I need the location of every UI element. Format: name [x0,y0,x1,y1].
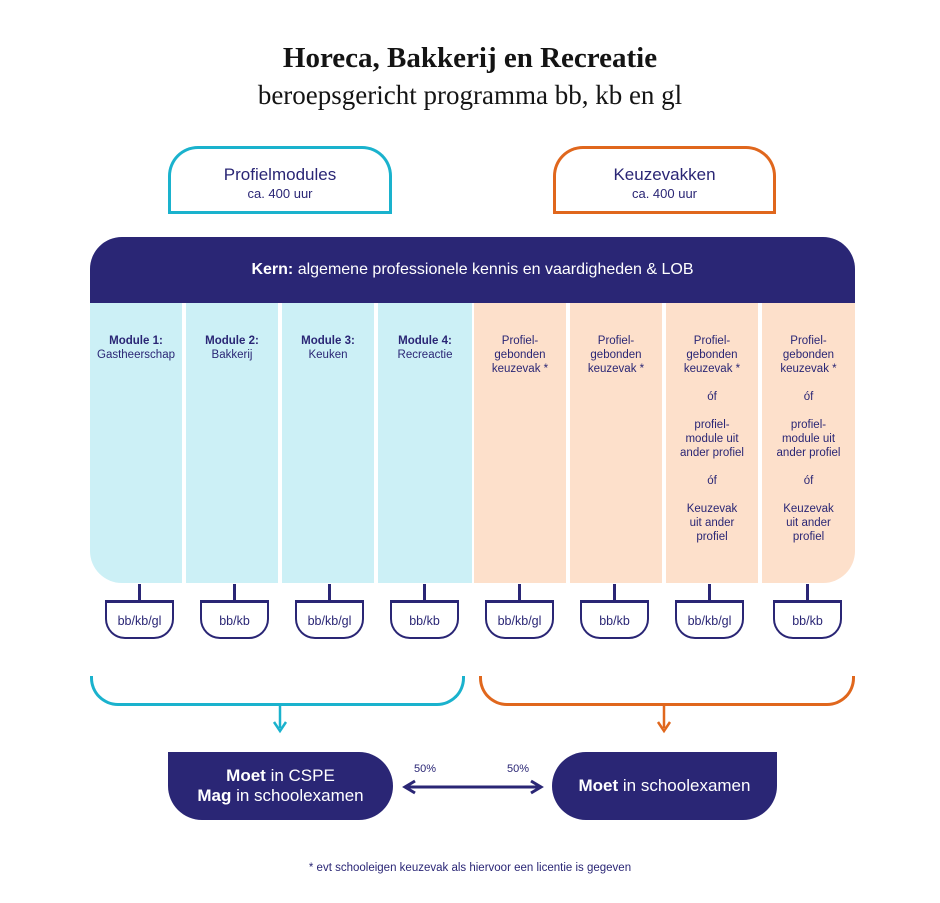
moet-bold-right: Moet [578,776,619,795]
column-text-line: Recreactie [397,349,453,361]
column-text-line: keuzevak * [587,363,645,375]
column-text-line: module uit [685,433,739,445]
column-text-line: Bakkerij [211,349,253,361]
column-text-line: gebonden [782,349,835,361]
column-text-line: profiel [696,531,728,543]
mag-bold: Mag [197,786,232,805]
column-text-line: Keuzevak [783,503,834,515]
level-badge: bb/kb [773,600,842,639]
level-badge: bb/kb/gl [675,600,744,639]
keuzevakken-label: Keuzevakken [613,165,716,184]
column-text-line: Profiel- [597,335,635,347]
percent-right: 50% [507,763,530,775]
column-text-line: óf [803,391,814,403]
column-text-line: Profiel- [693,335,731,347]
in-schoolexamen-text: in schoolexamen [231,786,364,805]
column-2: Module 2: Bakkerij [186,303,278,583]
double-arrow-right-head [530,779,544,795]
column-connector [233,584,236,600]
profielmodules-hours: ca. 400 uur [247,186,313,201]
diagram-title: Horeca, Bakkerij en Recreatie [282,42,658,74]
column-connector [708,584,711,600]
keuzevakken-bracket [479,676,855,706]
profielmodules-label: Profielmodules [223,165,337,184]
column-text-line: Profiel- [790,335,827,347]
cspe-outcome-box: Moet in CSPE Mag in schoolexamen [168,752,393,820]
column-text-line: uit ander [786,517,831,529]
column-text-line: keuzevak * [491,363,549,375]
double-arrow-left-head [402,779,416,795]
column-text-line: Profiel- [501,335,539,347]
column-text-line: uit ander [689,517,735,529]
profielmodules-bracket [90,676,465,706]
kern-bold: Kern: [251,261,294,278]
column-connector [613,584,616,600]
moet-bold: Moet [226,766,266,785]
column-connector [138,584,141,600]
keuzevakken-tab: Keuzevakken ca. 400 uur [553,146,776,214]
column-text-line: óf [803,475,814,487]
footnote: * evt schooleigen keuzevak als hiervoor … [308,862,632,874]
level-badge: bb/kb [390,600,459,639]
orange-down-arrowhead [656,721,672,734]
column-connector [806,584,809,600]
column-text-line: module uit [781,433,836,445]
kern-text: algemene professionele kennis en vaardig… [293,261,694,278]
column-heading: Module 2: [205,335,259,347]
diagram-subtitle: beroepsgericht programma bb, kb en gl [257,80,683,110]
column-connector [328,584,331,600]
column-3: Module 3: Keuken [282,303,374,583]
keuzevakken-hours: ca. 400 uur [631,186,698,201]
column-text-line: keuzevak * [780,363,837,375]
column-text-line: ander profiel [776,447,841,459]
column-text-line: gebonden [590,349,642,361]
column-1: Module 1: Gastheerschap [90,303,182,583]
column-heading: Module 3: [301,335,355,347]
column-connector [518,584,521,600]
level-badge: bb/kb [580,600,649,639]
column-8: Profiel-gebonden keuzevak * óf profiel-modu… [762,303,855,583]
column-text-line: Gastheerschap [97,349,175,361]
column-7: Profiel-gebonden keuzevak * óf profiel-modu… [666,303,758,583]
column-text-line: profiel- [790,419,827,431]
level-badge: bb/kb/gl [295,600,364,639]
profielmodules-tab: Profielmodules ca. 400 uur [168,146,392,214]
column-text-line: Keuzevak [686,503,738,515]
column-text-line: óf [707,391,717,403]
in-cspe-text: in CSPE [265,766,335,785]
column-text-line: óf [707,475,717,487]
column-connector [423,584,426,600]
column-text-line: keuzevak * [683,363,741,375]
column-4: Module 4: Recreactie [378,303,472,583]
column-heading: Module 1: [109,335,163,347]
schoolexamen-outcome-box: Moet in schoolexamen [552,752,777,820]
column-text-line: profiel [792,531,825,543]
level-badge: bb/kb [200,600,269,639]
column-text-line: gebonden [686,349,738,361]
level-badge: bb/kb/gl [105,600,174,639]
level-badge: bb/kb/gl [485,600,554,639]
column-text-line: ander profiel [680,447,744,459]
column-text-line: profiel- [694,419,730,431]
percent-left: 50% [414,763,437,775]
kern-bar: Kern: algemene professionele kennis en v… [90,237,855,303]
column-text-line: gebonden [494,349,546,361]
column-5: Profiel-gebonden keuzevak * [474,303,566,583]
column-text-line: Keuken [308,349,348,361]
in-schoolexamen-right-text: in schoolexamen [618,776,751,795]
blue-down-arrowhead [272,721,288,734]
column-6: Profiel-gebonden keuzevak * [570,303,662,583]
column-heading: Module 4: [398,335,452,347]
